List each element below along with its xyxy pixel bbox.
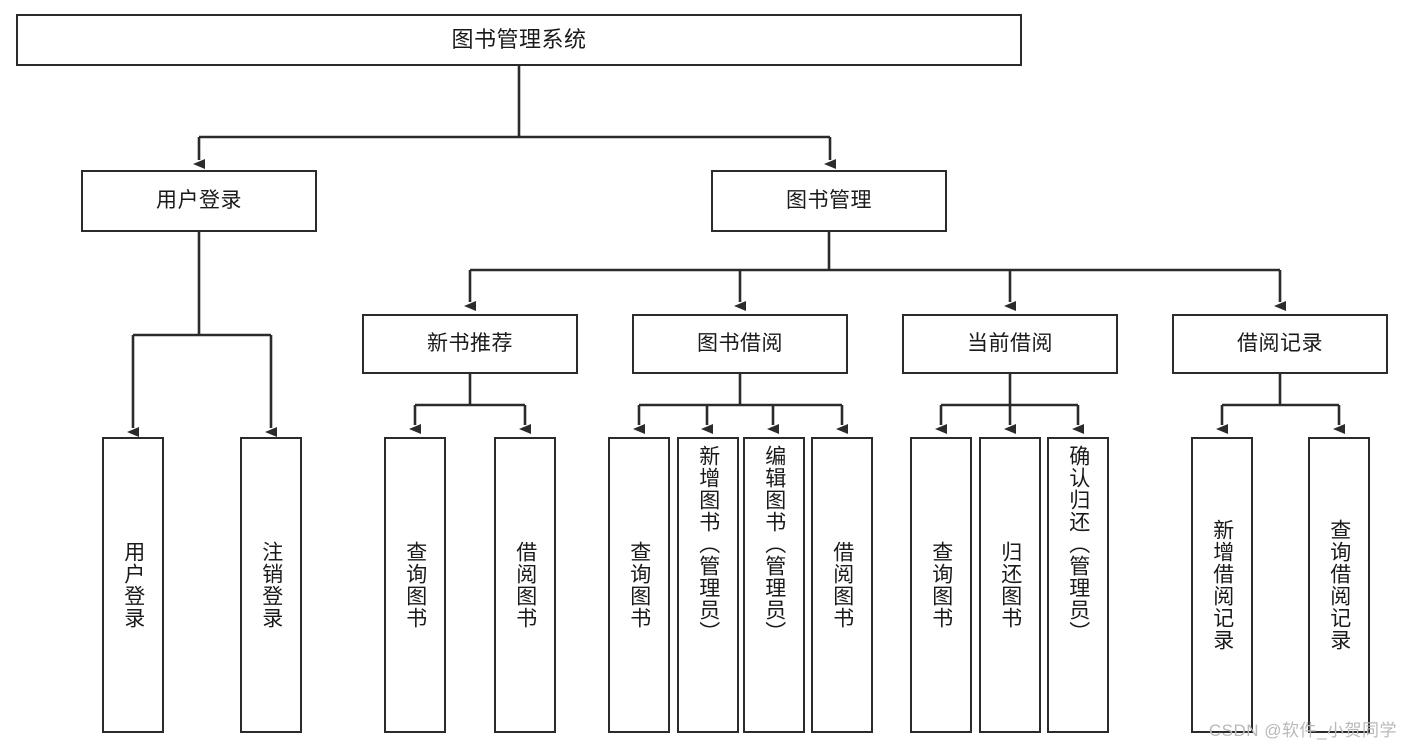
node-leaf-borrow-book-1-label: 借阅图书 xyxy=(513,541,537,629)
node-leaf-query-book-1[interactable]: 查询图书 xyxy=(384,437,446,733)
node-current-borrow-label: 当前借阅 xyxy=(967,331,1053,355)
node-borrow-record[interactable]: 借阅记录 xyxy=(1172,314,1388,374)
node-leaf-borrow-book-2-label: 借阅图书 xyxy=(830,541,854,629)
node-book-borrow-label: 图书借阅 xyxy=(697,331,783,355)
node-leaf-user-login-label: 用户登录 xyxy=(121,541,145,629)
node-borrow-record-label: 借阅记录 xyxy=(1237,331,1323,355)
node-leaf-return-book-label: 归还图书 xyxy=(998,541,1022,629)
csdn-watermark: CSDN @软件_小贺同学 xyxy=(1208,721,1397,740)
node-leaf-query-record[interactable]: 查询借阅记录 xyxy=(1308,437,1370,733)
node-leaf-logout-label: 注销登录 xyxy=(259,541,283,629)
node-book-borrow[interactable]: 图书借阅 xyxy=(632,314,848,374)
node-leaf-query-book-3[interactable]: 查询图书 xyxy=(910,437,972,733)
node-leaf-edit-book[interactable]: 编辑图书（管理员） xyxy=(743,437,805,733)
node-leaf-query-record-label: 查询借阅记录 xyxy=(1327,519,1351,651)
node-leaf-confirm-return[interactable]: 确认归还（管理员） xyxy=(1047,437,1109,733)
node-leaf-borrow-book-1[interactable]: 借阅图书 xyxy=(494,437,556,733)
node-leaf-confirm-return-label: 确认归还（管理员） xyxy=(1066,445,1090,643)
node-root-label: 图书管理系统 xyxy=(451,26,587,52)
node-leaf-add-book[interactable]: 新增图书（管理员） xyxy=(677,437,739,733)
node-leaf-query-book-1-label: 查询图书 xyxy=(403,541,427,629)
node-leaf-add-book-label: 新增图书（管理员） xyxy=(696,445,720,643)
node-book-manage[interactable]: 图书管理 xyxy=(711,170,947,232)
node-leaf-return-book[interactable]: 归还图书 xyxy=(979,437,1041,733)
node-leaf-borrow-book-2[interactable]: 借阅图书 xyxy=(811,437,873,733)
node-book-manage-label: 图书管理 xyxy=(786,188,872,212)
node-leaf-user-login[interactable]: 用户登录 xyxy=(102,437,164,733)
node-user-login[interactable]: 用户登录 xyxy=(81,170,317,232)
node-root[interactable]: 图书管理系统 xyxy=(16,14,1022,66)
node-leaf-query-book-2-label: 查询图书 xyxy=(627,541,651,629)
node-leaf-query-book-3-label: 查询图书 xyxy=(929,541,953,629)
node-new-book-rec-label: 新书推荐 xyxy=(427,331,513,355)
node-current-borrow[interactable]: 当前借阅 xyxy=(902,314,1118,374)
node-leaf-add-record[interactable]: 新增借阅记录 xyxy=(1191,437,1253,733)
node-leaf-query-book-2[interactable]: 查询图书 xyxy=(608,437,670,733)
node-leaf-add-record-label: 新增借阅记录 xyxy=(1210,519,1234,651)
node-leaf-logout[interactable]: 注销登录 xyxy=(240,437,302,733)
node-new-book-rec[interactable]: 新书推荐 xyxy=(362,314,578,374)
node-user-login-label: 用户登录 xyxy=(156,188,242,212)
node-leaf-edit-book-label: 编辑图书（管理员） xyxy=(762,445,786,643)
